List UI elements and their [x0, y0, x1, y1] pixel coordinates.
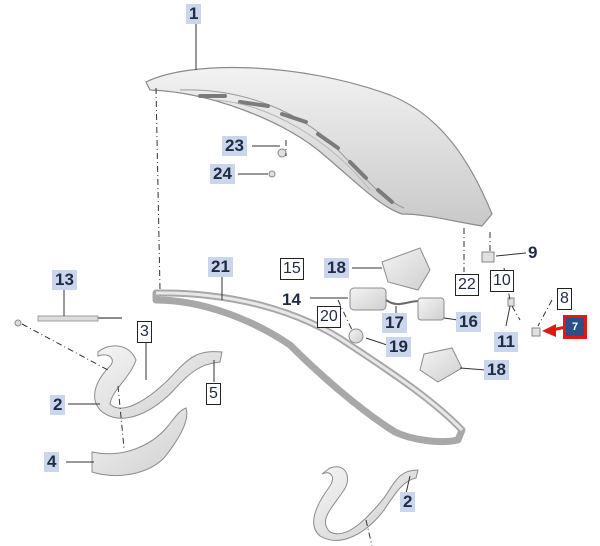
- part-label-18-lower[interactable]: 18: [484, 360, 509, 380]
- gas-strut-part[interactable]: [14, 315, 122, 327]
- part-label-10[interactable]: 10: [490, 270, 514, 292]
- part-label-15[interactable]: 15: [280, 258, 304, 280]
- part-label-11[interactable]: 11: [494, 332, 518, 352]
- part-label-22[interactable]: 22: [455, 274, 479, 296]
- part-label-9[interactable]: 9: [528, 243, 538, 262]
- part-label-2-lower[interactable]: 2: [400, 492, 416, 512]
- part-label-8[interactable]: 8: [557, 288, 572, 310]
- part-label-18[interactable]: 18: [324, 258, 349, 278]
- seal-part[interactable]: [152, 289, 466, 446]
- part-label-14[interactable]: 14: [282, 290, 301, 309]
- fastener-parts[interactable]: [268, 148, 541, 337]
- part-label-20[interactable]: 20: [317, 306, 341, 328]
- part-label-7-highlighted[interactable]: 7: [563, 315, 587, 339]
- part-label-13[interactable]: 13: [52, 270, 77, 290]
- lock-parts[interactable]: [348, 247, 463, 383]
- part-label-21[interactable]: 21: [208, 257, 233, 277]
- leader-lines: [63, 20, 527, 503]
- part-label-24[interactable]: 24: [210, 164, 235, 184]
- part-label-2[interactable]: 2: [50, 395, 66, 415]
- part-label-4[interactable]: 4: [44, 452, 60, 472]
- part-label-1[interactable]: 1: [186, 4, 202, 24]
- part-label-23[interactable]: 23: [222, 136, 247, 156]
- part-label-16[interactable]: 16: [456, 312, 481, 332]
- part-label-3[interactable]: 3: [137, 321, 152, 343]
- trunk-lid-part[interactable]: [145, 66, 493, 227]
- cover-part[interactable]: [91, 407, 188, 476]
- part-label-17[interactable]: 17: [382, 313, 407, 333]
- hinge-left-part[interactable]: [94, 345, 223, 419]
- part-label-19[interactable]: 19: [386, 337, 411, 357]
- hinge-bottom-part[interactable]: [313, 466, 419, 541]
- part-label-5[interactable]: 5: [206, 383, 221, 405]
